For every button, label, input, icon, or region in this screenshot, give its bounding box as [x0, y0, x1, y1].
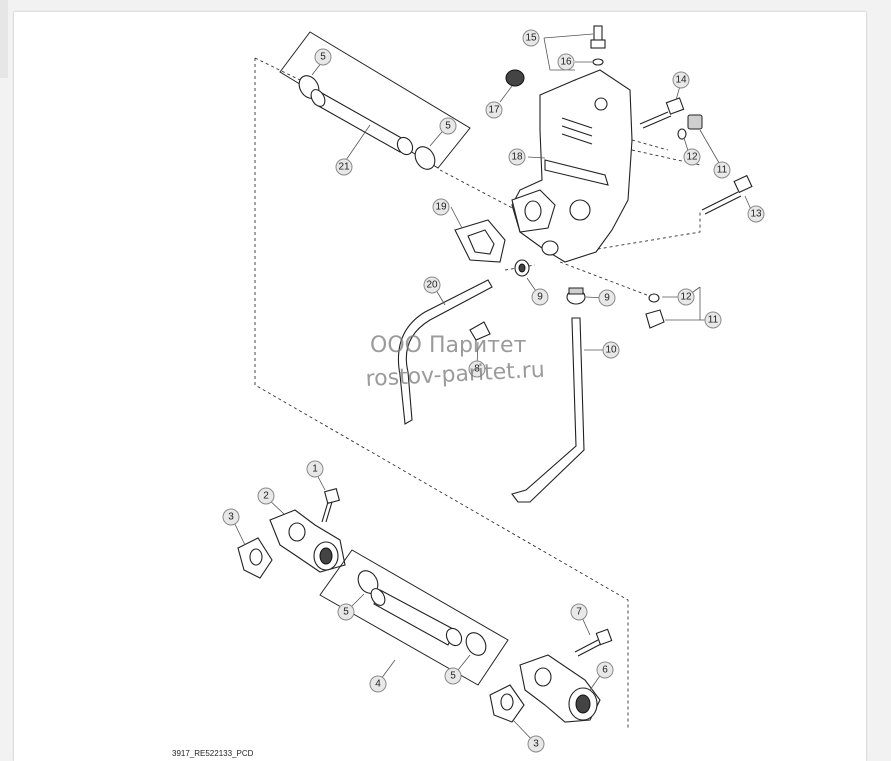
cap-17 [505, 69, 525, 87]
lower-pipe-kit-group [319, 549, 509, 686]
o-ring-5-lower-right [465, 632, 487, 656]
callout-7: 7 [570, 603, 588, 621]
clamp-9-left [514, 259, 530, 277]
upper-pipe-kit-group [279, 31, 471, 170]
callout-12-lower: 12 [677, 288, 695, 306]
svg-text:5: 5 [343, 607, 349, 618]
svg-text:5: 5 [450, 671, 456, 682]
svg-text:5: 5 [445, 121, 451, 132]
callout-11-lower: 11 [704, 311, 722, 329]
svg-text:5: 5 [320, 52, 326, 63]
drawing-caption: 3917_RE522133_PCD [172, 749, 254, 758]
svg-text:20: 20 [426, 280, 438, 291]
svg-text:11: 11 [717, 165, 728, 176]
svg-text:8: 8 [474, 364, 480, 375]
fitting-9-right [566, 287, 586, 305]
svg-text:2: 2 [263, 491, 269, 502]
callout-10: 10 [602, 341, 620, 359]
callout-8: 8 [468, 360, 486, 378]
svg-text:19: 19 [435, 202, 447, 213]
svg-text:12: 12 [680, 292, 692, 303]
o-ring-5-upper-right [414, 146, 436, 170]
svg-text:15: 15 [525, 33, 537, 44]
svg-text:3: 3 [228, 512, 234, 523]
callout-9-left: 9 [531, 288, 549, 306]
left-edge-strip [0, 0, 8, 78]
svg-text:9: 9 [604, 293, 610, 304]
callout-20: 20 [423, 276, 441, 294]
svg-text:16: 16 [560, 57, 572, 68]
svg-text:6: 6 [602, 665, 608, 676]
callout-18: 18 [508, 148, 526, 166]
lower-left-elbow-2 [269, 509, 346, 573]
callout-3-right: 3 [527, 735, 545, 753]
bolt-13 [701, 174, 753, 215]
callout-1: 1 [306, 460, 324, 478]
callout-4: 4 [369, 675, 387, 693]
bolt-1 [321, 487, 341, 523]
callout-14: 14 [672, 71, 690, 89]
upper-fitting-11 [677, 114, 703, 140]
callout-16: 16 [557, 53, 575, 71]
callout-3-left: 3 [222, 508, 240, 526]
svg-text:10: 10 [605, 345, 617, 356]
gasket-19 [454, 219, 506, 263]
svg-text:18: 18 [511, 152, 523, 163]
callout-5-lower-left: 5 [337, 603, 355, 621]
seal-12-upper [677, 128, 687, 140]
watermark-url: rostov-paritet.ru [365, 358, 545, 392]
callout-19: 19 [432, 198, 450, 216]
bolt-14 [639, 97, 685, 129]
callout-21: 21 [335, 158, 353, 176]
lower-pipe [373, 589, 456, 646]
svg-text:12: 12 [686, 152, 698, 163]
tube-10 [511, 317, 585, 503]
hose-20 [397, 279, 493, 425]
svg-text:13: 13 [750, 209, 762, 220]
cooler-outlet [541, 240, 559, 256]
svg-text:14: 14 [675, 75, 687, 86]
top-fitting-15 [590, 25, 606, 66]
callout-5-upper-left: 5 [314, 48, 332, 66]
bolt-7 [574, 628, 613, 657]
upper-pipe [314, 91, 406, 153]
svg-text:7: 7 [576, 607, 582, 618]
svg-text:11: 11 [708, 315, 719, 326]
cooler-port [594, 97, 608, 111]
assembly-dashed-lines [254, 57, 701, 730]
callout-5-upper-right: 5 [439, 117, 457, 135]
egr-cooler-assembly [511, 69, 633, 263]
watermark-company: ООО Паритет [370, 333, 527, 358]
svg-text:4: 4 [375, 679, 381, 690]
svg-text:17: 17 [488, 105, 500, 116]
callout-9-right: 9 [598, 289, 616, 307]
callout-15: 15 [522, 29, 540, 47]
callout-6: 6 [596, 661, 614, 679]
callout-2: 2 [257, 487, 275, 505]
washer-16 [592, 58, 604, 66]
lower-fitting-11 [645, 293, 665, 329]
callout-17: 17 [485, 101, 503, 119]
gasket-3-right [489, 684, 525, 723]
svg-text:1: 1 [312, 464, 318, 475]
callout-leaders [231, 33, 753, 744]
callout-12-upper: 12 [683, 148, 701, 166]
clip-8 [469, 321, 491, 341]
seal-12-lower [648, 293, 660, 303]
callout-13: 13 [747, 205, 765, 223]
svg-text:3: 3 [533, 739, 539, 750]
gasket-3-left [237, 537, 273, 579]
callout-11-upper: 11 [713, 161, 731, 179]
lower-right-elbow-6 [519, 654, 601, 723]
svg-text:9: 9 [537, 292, 543, 303]
callout-5-lower-right: 5 [444, 667, 462, 685]
svg-text:21: 21 [338, 162, 350, 173]
